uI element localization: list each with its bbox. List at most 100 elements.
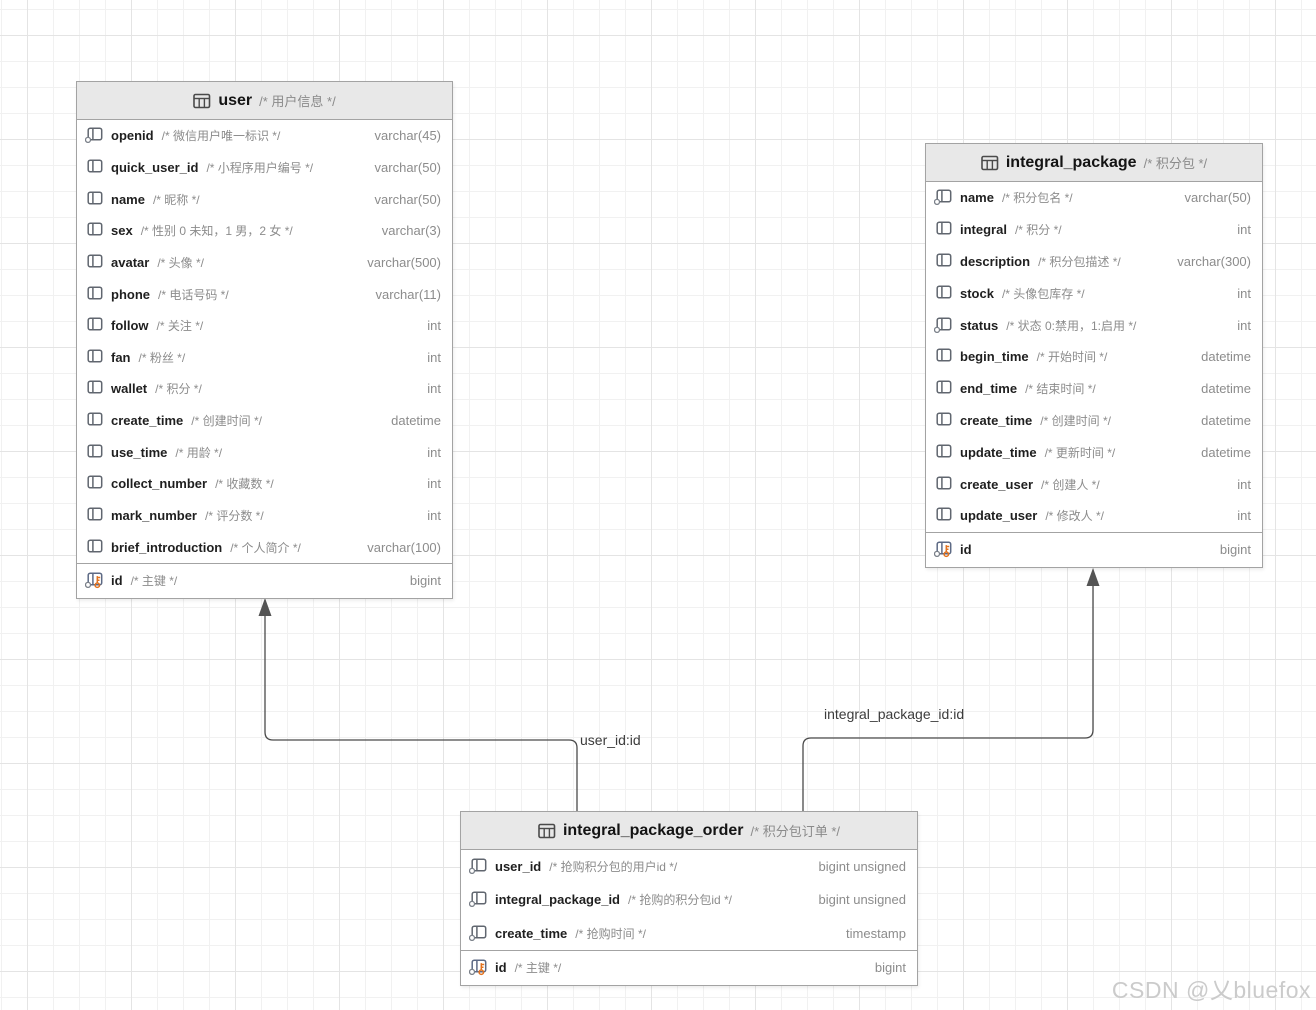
field-comment: /* 收藏数 */ [215, 477, 274, 492]
field-row[interactable]: name/* 昵称 */varchar(50) [77, 183, 452, 215]
field-type: int [427, 318, 441, 334]
field-comment: /* 积分包描述 */ [1038, 254, 1121, 269]
field-name: begin_time [960, 349, 1029, 365]
primary-key-row[interactable]: id/* 主键 */bigint [461, 949, 917, 985]
relation-user-order[interactable] [258, 598, 578, 812]
field-row[interactable]: create_time/* 创建时间 */datetime [926, 405, 1262, 437]
field-comment: /* 头像 */ [157, 255, 204, 270]
entity-integral-package[interactable]: integral_package/* 积分包 */name/* 积分包名 */v… [925, 143, 1263, 568]
field-comment: /* 抢购积分包的用户id */ [549, 860, 678, 875]
field-list: openid/* 微信用户唯一标识 */varchar(45)quick_use… [77, 120, 452, 563]
field-row[interactable]: integral/* 积分 */int [926, 214, 1262, 246]
field-comment: /* 更新时间 */ [1044, 445, 1116, 460]
field-row[interactable]: end_time/* 结束时间 */datetime [926, 373, 1262, 405]
field-row[interactable]: stock/* 头像包库存 */int [926, 277, 1262, 309]
field-type: datetime [1201, 381, 1251, 397]
field-row[interactable]: collect_number/* 收藏数 */int [77, 468, 452, 500]
field-row[interactable]: openid/* 微信用户唯一标识 */varchar(45) [77, 120, 452, 152]
field-row[interactable]: user_id/* 抢购积分包的用户id */bigint unsigned [461, 850, 917, 883]
field-name: fan [111, 349, 131, 365]
field-comment: /* 用龄 */ [175, 445, 223, 460]
field-name: integral_package_id [495, 892, 620, 908]
field-name: brief_introduction [111, 539, 223, 555]
field-type: bigint unsigned [818, 859, 906, 875]
column-icon [936, 348, 952, 362]
field-row[interactable]: update_user/* 修改人 */int [926, 500, 1262, 532]
field-row[interactable]: wallet/* 积分 */int [77, 373, 452, 405]
arrowhead-package [1086, 568, 1100, 586]
entity-title: user [218, 91, 253, 109]
entity-integral-package-order[interactable]: integral_package_order/* 积分包订单 */user_id… [460, 811, 918, 986]
field-row[interactable]: status /* 状态 0:禁用，1:启用 */ int [926, 309, 1262, 341]
field-row[interactable]: create_time/* 创建时间 */datetime [77, 405, 452, 437]
field-row[interactable]: integral_package_id /* 抢购的积分包id */ bigint … [461, 883, 917, 916]
field-row[interactable]: quick_user_id/* 小程序用户编号 */varchar(50) [77, 152, 452, 184]
field-row[interactable]: create_user/* 创建人 */int [926, 468, 1262, 500]
field-type: bigint [1219, 542, 1251, 558]
field-name: avatar [111, 254, 150, 270]
field-type: bigint unsigned [818, 892, 906, 908]
field-type: int [1237, 317, 1251, 333]
field-row[interactable]: use_time/* 用龄 */int [77, 436, 452, 468]
field-type: varchar(300) [1177, 253, 1251, 269]
field-row[interactable]: name/* 积分包名 */varchar(50) [926, 182, 1262, 214]
field-comment: /* 主键 */ [130, 574, 178, 589]
field-name: id [960, 542, 972, 558]
arrowhead-user [258, 598, 272, 616]
field-name: name [960, 190, 994, 206]
primary-key-row[interactable]: id/* 主键 */bigint [77, 562, 452, 598]
column-icon [87, 444, 103, 458]
field-type: int [427, 476, 441, 492]
field-type: int [1237, 222, 1251, 238]
field-name: update_time [960, 444, 1037, 460]
field-comment: /* 评分数 */ [204, 509, 264, 523]
column-icon [87, 507, 103, 521]
field-comment: /* 抢购的积分包id */ [628, 893, 733, 908]
field-name: status [960, 317, 999, 333]
field-row[interactable]: follow/* 关注 */int [77, 310, 452, 342]
relation-package-order[interactable] [802, 568, 1100, 812]
field-type: int [427, 349, 441, 365]
field-name: id [111, 573, 123, 589]
field-name: integral [960, 222, 1007, 238]
field-row[interactable]: fan /* 粉丝 */ int [77, 341, 452, 373]
entity-comment: /* 积分包 */ [1143, 156, 1208, 171]
column-icon [87, 285, 103, 300]
field-name: wallet [111, 381, 148, 397]
field-type: timestamp [846, 925, 906, 941]
column-icon [934, 317, 952, 333]
column-icon [87, 475, 103, 489]
entity-comment: /* 积分包订单 */ [750, 824, 841, 839]
entity-user[interactable]: user/* 用户信息 */openid/* 微信用户唯一标识 */varcha… [76, 81, 453, 599]
field-comment: /* 粉丝 */ [138, 350, 186, 365]
field-row[interactable]: update_time/* 更新时间 */datetime [926, 436, 1262, 468]
field-list: name/* 积分包名 */varchar(50)integral/* 积分 *… [926, 182, 1262, 532]
field-row[interactable]: description/* 积分包描述 */varchar(300) [926, 246, 1262, 278]
field-row[interactable]: brief_introduction/* 个人简介 */varchar(100) [77, 531, 452, 563]
table-icon [538, 823, 556, 838]
field-row[interactable]: avatar/* 头像 */varchar(500) [77, 247, 452, 279]
field-row[interactable]: sex/* 性别 0 未知，1 男，2 女 */varchar(3) [77, 215, 452, 247]
entity-header[interactable]: integral_package_order/* 积分包订单 */ [461, 812, 917, 850]
field-type: datetime [391, 413, 441, 429]
field-row[interactable]: mark_number/* 评分数 */int [77, 500, 452, 532]
field-type: varchar(100) [367, 539, 441, 555]
field-name: create_user [960, 476, 1033, 492]
field-comment: /* 创建时间 */ [191, 414, 262, 429]
field-row[interactable]: begin_time/* 开始时间 */datetime [926, 341, 1262, 373]
column-icon [934, 189, 952, 206]
field-row[interactable]: create_time/* 抢购时间 */timestamp [461, 917, 917, 950]
field-type: varchar(50) [374, 159, 441, 175]
field-name: quick_user_id [111, 159, 199, 175]
field-row[interactable]: phone/* 电话号码 */varchar(11) [77, 278, 452, 310]
field-comment: /* 状态 0:禁用，1:启用 */ [1006, 318, 1137, 333]
field-comment: /* 性别 0 未知，1 男，2 女 */ [140, 224, 293, 239]
column-icon [85, 127, 103, 144]
field-type: int [1237, 285, 1251, 301]
field-name: sex [111, 223, 133, 239]
entity-header[interactable]: user/* 用户信息 */ [77, 82, 452, 120]
entity-header[interactable]: integral_package/* 积分包 */ [926, 144, 1262, 182]
primary-key-row[interactable]: id bigint [926, 531, 1262, 567]
